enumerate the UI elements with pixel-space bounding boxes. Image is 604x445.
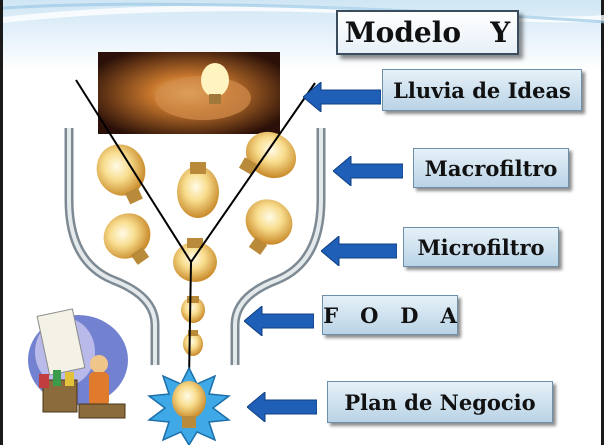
- cartoon-businessman-clipart: [28, 308, 128, 419]
- lightbulb-icon: [177, 162, 219, 218]
- stage-label-foda: F O D A: [322, 295, 458, 335]
- arrow-left-icon: [333, 156, 403, 186]
- arrow-left-icon: [303, 82, 381, 112]
- slide-title: Modelo Y: [336, 10, 519, 55]
- hands-lightbulb-photo: [98, 52, 280, 134]
- arrow-left-icon: [244, 306, 314, 336]
- stage-label-macrofiltro: Macrofiltro: [413, 148, 569, 188]
- stage-label-lluvia-de-ideas: Lluvia de Ideas: [382, 69, 582, 111]
- lightbulb-icon: [103, 213, 151, 265]
- funnel: [64, 128, 326, 365]
- diagram-art: [3, 2, 604, 445]
- stage-label-microfiltro: Microfiltro: [403, 227, 559, 267]
- lightbulb-icon: [183, 330, 203, 356]
- lightbulb-icon: [181, 296, 205, 323]
- arrow-left-icon: [321, 236, 397, 266]
- lightbulb-icon: [245, 199, 293, 255]
- lightbulb-icon: [96, 144, 146, 205]
- burst-lightbulb-icon: [147, 366, 231, 445]
- lightbulb-icon: [238, 131, 297, 179]
- stage-label-plan-de-negocio: Plan de Negocio: [327, 381, 553, 423]
- arrow-left-icon: [247, 392, 317, 422]
